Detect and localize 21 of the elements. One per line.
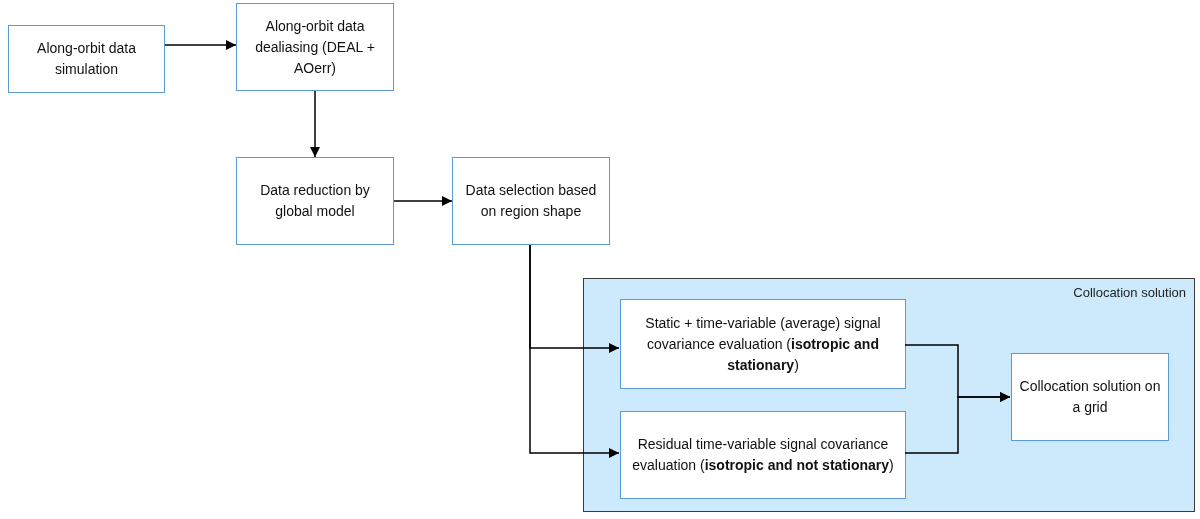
box-text: Along-orbit data dealiasing (DEAL + AOerr) <box>254 16 376 78</box>
process-box <box>1011 353 1169 441</box>
process-box <box>8 25 165 93</box>
arrow <box>393 195 453 207</box>
arrow <box>529 244 620 459</box>
process-box <box>236 3 394 91</box>
box-text: Data reduction by global model <box>259 181 371 221</box>
group-title: Collocation solution <box>1073 284 1186 302</box>
box-text: Along-orbit data simulation <box>36 39 137 79</box>
box-text: Data selection based on region shape <box>464 181 598 221</box>
box-text: Static + time-variable (average) signal covariance evaluation (isotropic and stationary) <box>644 313 882 375</box>
arrow <box>309 90 321 158</box>
group-panel <box>583 278 1195 512</box>
process-box <box>452 157 610 245</box>
process-box <box>236 157 394 245</box>
arrow <box>164 39 237 51</box>
process-box <box>620 299 906 389</box>
box-text: Residual time-variable signal covariance evaluation (isotropic and not stationary) <box>631 435 895 475</box>
box-text: Collocation solution on a grid <box>1018 377 1162 417</box>
process-box <box>620 411 906 499</box>
arrow <box>904 391 1011 454</box>
